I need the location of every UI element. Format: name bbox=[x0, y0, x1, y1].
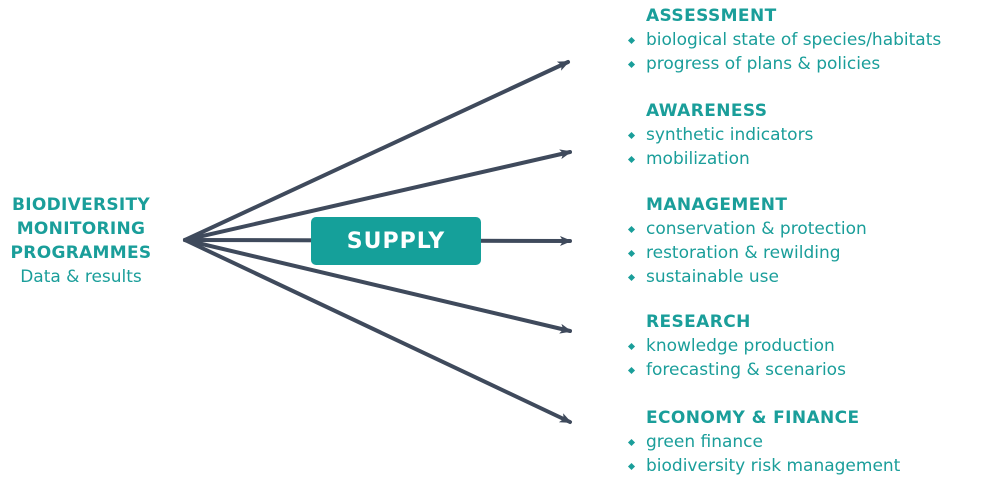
source-title-line1: BIODIVERSITY bbox=[11, 195, 151, 215]
target-heading: AWARENESS bbox=[646, 101, 768, 121]
target-item: mobilization bbox=[626, 147, 813, 171]
arrow-to-economy-finance bbox=[183, 238, 572, 424]
source-title-line2: MONITORING bbox=[16, 219, 146, 239]
target-item: progress of plans & policies bbox=[626, 52, 941, 76]
bullet-icon bbox=[627, 462, 636, 471]
bullet-icon bbox=[627, 342, 636, 351]
bullet-icon bbox=[627, 155, 636, 164]
bullet-icon bbox=[627, 131, 636, 140]
source-title-line3: PROGRAMMES bbox=[10, 243, 152, 263]
target-item: forecasting & scenarios bbox=[626, 358, 846, 382]
target-research: RESEARCH knowledge production forecastin… bbox=[626, 310, 846, 382]
arrow-to-research bbox=[183, 238, 572, 334]
target-economy-finance: ECONOMY & FINANCE green finance biodiver… bbox=[626, 406, 900, 478]
arrow-to-assessment bbox=[183, 60, 570, 242]
target-item: biological state of species/habitats bbox=[626, 28, 941, 52]
target-awareness: AWARENESS synthetic indicators mobilizat… bbox=[626, 99, 813, 171]
bullet-icon bbox=[627, 36, 636, 45]
target-item: biodiversity risk management bbox=[626, 454, 900, 478]
source-label: BIODIVERSITY MONITORING PROGRAMMES Data … bbox=[0, 193, 162, 289]
target-item: sustainable use bbox=[626, 265, 867, 289]
bullet-icon bbox=[627, 225, 636, 234]
bullet-icon bbox=[627, 438, 636, 447]
target-item: synthetic indicators bbox=[626, 123, 813, 147]
supply-box: SUPPLY bbox=[311, 217, 481, 265]
target-heading: MANAGEMENT bbox=[646, 195, 788, 215]
target-assessment: ASSESSMENT biological state of species/h… bbox=[626, 4, 941, 76]
target-item: conservation & protection bbox=[626, 217, 867, 241]
bullet-icon bbox=[627, 249, 636, 258]
target-heading: ECONOMY & FINANCE bbox=[646, 408, 860, 428]
target-item: green finance bbox=[626, 430, 900, 454]
target-management: MANAGEMENT conservation & protection res… bbox=[626, 193, 867, 289]
bullet-icon bbox=[627, 60, 636, 69]
target-heading: RESEARCH bbox=[646, 312, 751, 332]
bullet-icon bbox=[627, 273, 636, 282]
target-item: restoration & rewilding bbox=[626, 241, 867, 265]
target-heading: ASSESSMENT bbox=[646, 6, 777, 26]
source-subtitle: Data & results bbox=[20, 267, 142, 287]
bullet-icon bbox=[627, 366, 636, 375]
arrow-to-awareness bbox=[183, 149, 572, 242]
target-item: knowledge production bbox=[626, 334, 846, 358]
